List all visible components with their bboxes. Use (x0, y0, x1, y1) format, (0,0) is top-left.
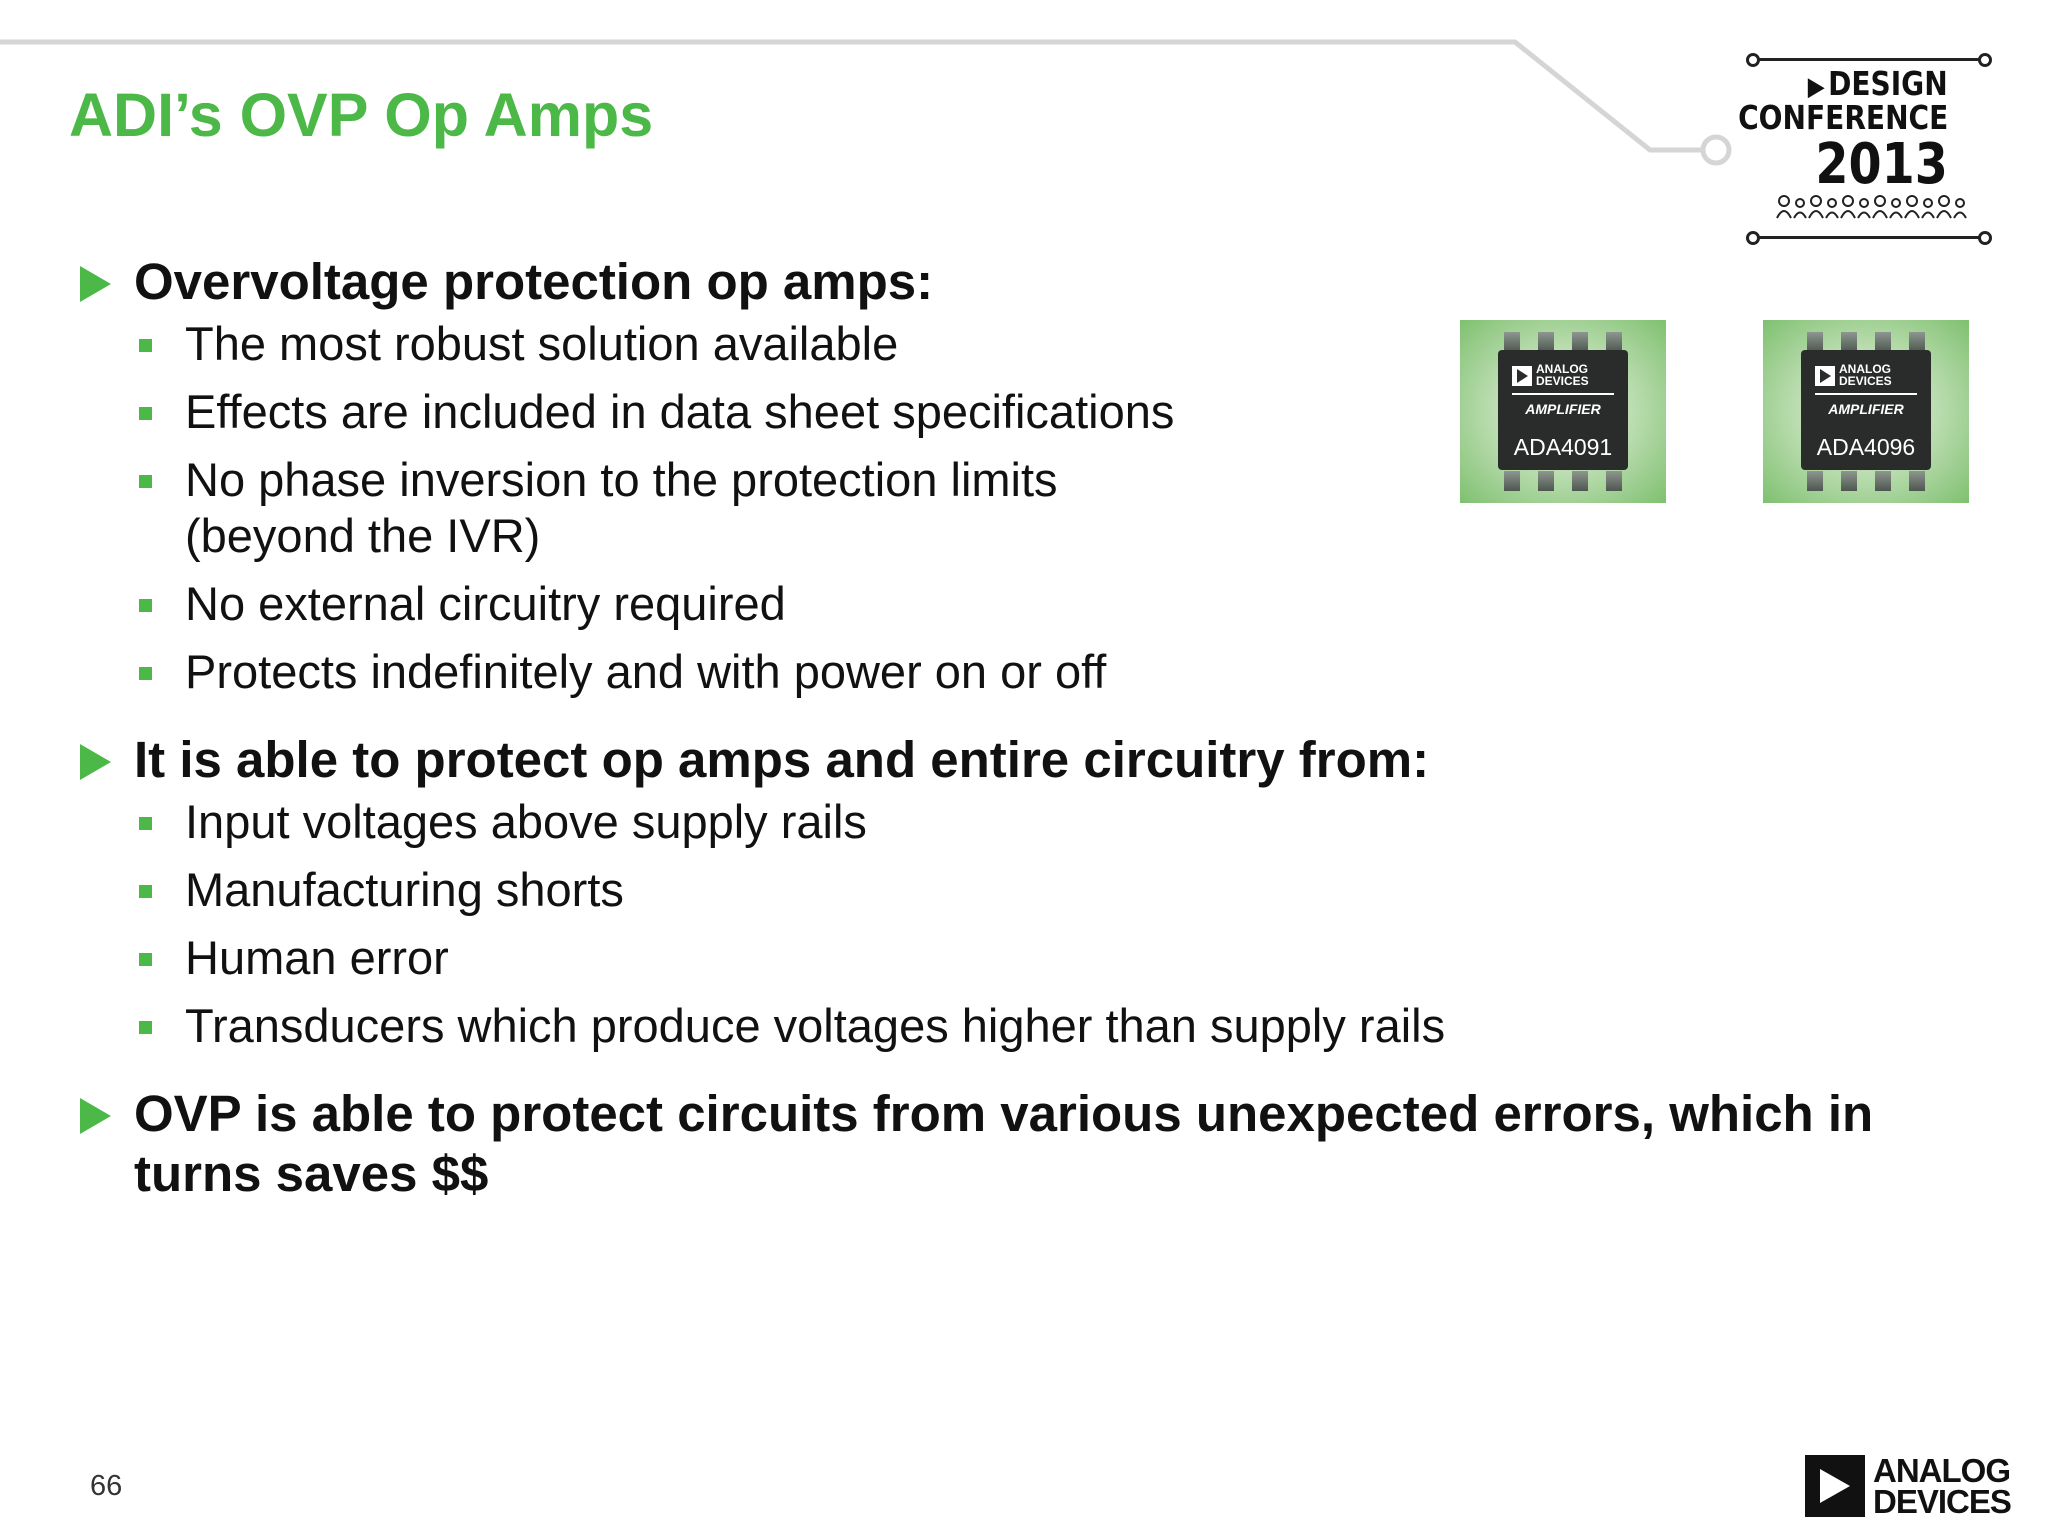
sub-bullet: Input voltages above supply rails (80, 794, 1840, 850)
bullet-text: It is able to protect op amps and entire… (134, 731, 1430, 788)
bullet-level1: It is able to protect op amps and entire… (80, 730, 1840, 790)
square-bullet-icon (139, 885, 152, 898)
logo-bottom-rule (1746, 231, 1992, 245)
bullet-text: OVP is able to protect circuits from var… (134, 1085, 1874, 1202)
sub-bullet: No external circuitry required (80, 576, 1840, 632)
square-bullet-icon (139, 407, 152, 420)
chip-part-number: ADA4096 (1816, 434, 1916, 460)
decorative-circuit-line (0, 39, 1732, 166)
square-bullet-icon (139, 599, 152, 612)
square-bullet-icon (139, 1021, 152, 1034)
slide-title: ADI’s OVP Op Amps (69, 81, 654, 149)
page-number: 66 (90, 1470, 123, 1502)
sub-bullet: Manufacturing shorts (80, 862, 1840, 918)
bullet-list: Overvoltage protection op amps: The most… (80, 252, 1873, 1204)
sub-bullet-list: The most robust solution available Effec… (80, 316, 1840, 700)
chip-type: AMPLIFIER (1828, 401, 1904, 417)
analog-devices-logo: ANALOG DEVICES (1805, 1452, 2015, 1520)
square-bullet-icon (139, 667, 152, 680)
logo-year: 2013 (1815, 132, 1948, 197)
logo-text-line2: DEVICES (1873, 1483, 2012, 1520)
sub-bullet: Effects are included in data sheet speci… (80, 384, 1840, 440)
analog-devices-mark-icon (1815, 366, 1835, 386)
green-arrow-icon (80, 266, 111, 302)
analog-devices-mark-icon (1512, 366, 1532, 386)
sub-bullet: Protects indefinitely and with power on … (80, 644, 1840, 700)
sub-bullet: Human error (80, 930, 1840, 986)
bullet-level1: Overvoltage protection op amps: (80, 252, 1840, 312)
bullet-level1: OVP is able to protect circuits from var… (80, 1084, 1934, 1204)
logo-text-line1: ANALOG (1873, 1452, 2011, 1489)
logo-line-conference: CONFERENCE (1737, 98, 1948, 137)
square-bullet-icon (139, 953, 152, 966)
chip-part-number: ADA4091 (1513, 434, 1613, 460)
sub-bullet-list: Input voltages above supply rails Manufa… (80, 794, 1840, 1054)
people-icon (1776, 195, 1967, 219)
design-conference-logo: ▶DESIGN CONFERENCE 2013 (1738, 52, 1992, 246)
analog-devices-mark-icon (1805, 1455, 1865, 1517)
sub-bullet: Transducers which produce voltages highe… (80, 998, 1840, 1054)
bullet-text: Overvoltage protection op amps: (134, 253, 934, 310)
square-bullet-icon (139, 475, 152, 488)
square-bullet-icon (139, 817, 152, 830)
play-triangle-icon: ▶ (1808, 72, 1826, 102)
chip-type: AMPLIFIER (1525, 401, 1601, 417)
logo-top-rule (1746, 53, 1992, 67)
green-arrow-icon (80, 1098, 111, 1134)
sub-bullet: No phase inversion to the protection lim… (80, 452, 1225, 564)
sub-bullet: The most robust solution available (80, 316, 1840, 372)
logo-line-design: DESIGN (1828, 64, 1948, 103)
green-arrow-icon (80, 744, 111, 780)
square-bullet-icon (139, 339, 152, 352)
